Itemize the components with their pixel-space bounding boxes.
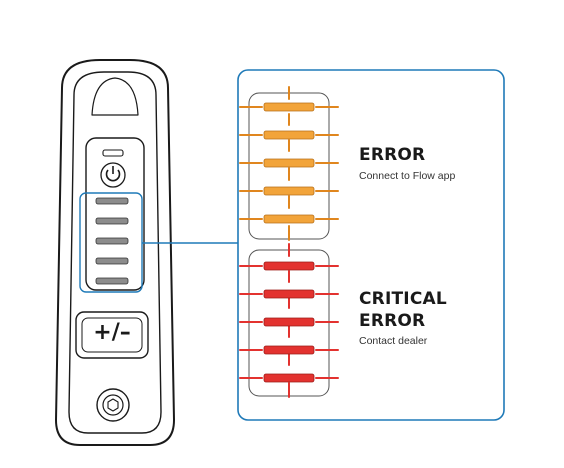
- critical-light-indicator: [239, 243, 339, 398]
- remote-outer-body: [55, 59, 175, 446]
- critical-title-line1: CRITICAL: [359, 289, 447, 309]
- critical-title-line2: ERROR: [359, 311, 426, 331]
- plus-minus-label: +/–: [93, 320, 131, 345]
- error-description: Connect to Flow app: [359, 170, 456, 182]
- remote-device: [55, 59, 175, 446]
- power-icon[interactable]: [105, 166, 121, 182]
- bolt-inner: [102, 394, 124, 416]
- plus-minus-button-inner: [81, 317, 143, 353]
- hex-bolt-icon: [107, 398, 119, 412]
- power-panel: [85, 137, 145, 291]
- error-light-indicator: [239, 86, 339, 241]
- power-button-ring: [100, 162, 126, 188]
- plus-minus-button[interactable]: [75, 311, 149, 359]
- remote-top-cap: [91, 77, 139, 116]
- critical-description: Contact dealer: [359, 335, 428, 347]
- status-led: [102, 149, 124, 157]
- light-bar-segments: [95, 197, 129, 285]
- error-title: ERROR: [359, 145, 426, 165]
- remote-inner-body: [68, 71, 162, 434]
- bolt-ring: [96, 388, 130, 422]
